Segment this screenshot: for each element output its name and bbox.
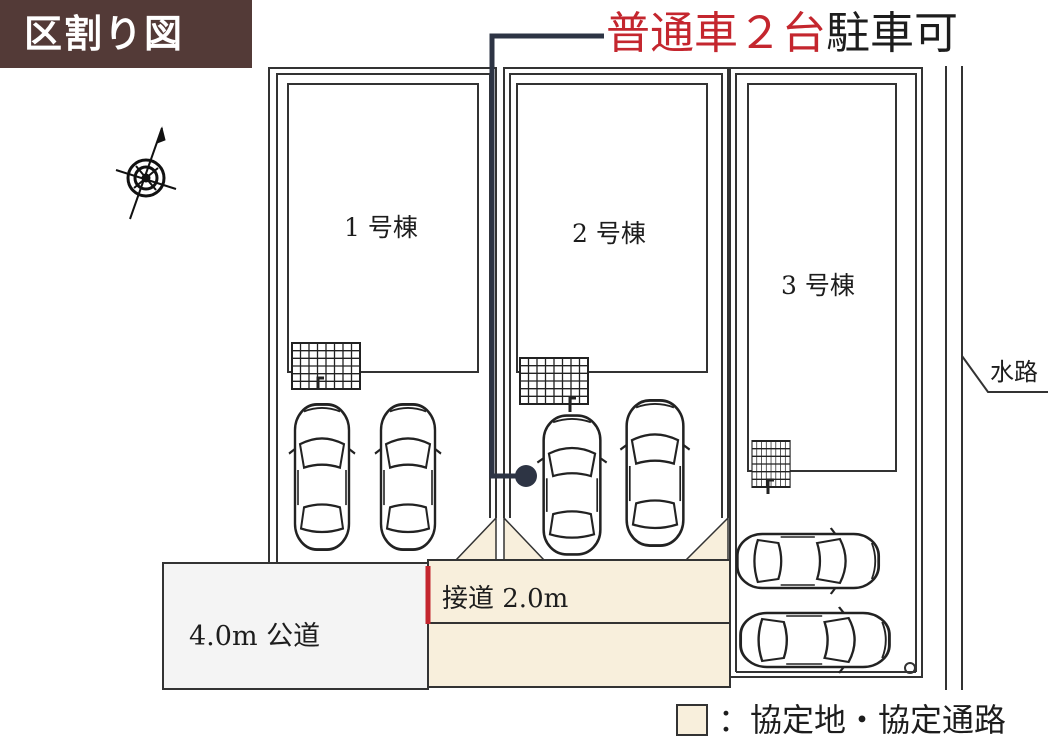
utility-grid-icon xyxy=(291,342,361,390)
car-icon xyxy=(739,605,891,675)
access-road-label: 接道 2.0m xyxy=(442,584,569,614)
legend-swatch xyxy=(676,704,708,736)
lot-outlines xyxy=(268,67,923,678)
car-icon xyxy=(373,403,443,551)
waterway xyxy=(945,66,1048,690)
building-1-label: 1 号棟 xyxy=(344,213,418,242)
car-icon xyxy=(735,526,881,596)
parking-headline: 普通車２台駐車可 xyxy=(606,6,958,62)
building-2-footprint xyxy=(516,83,708,373)
public-road-label: 4.0m 公道 xyxy=(189,621,321,652)
waterway-label: 水路 xyxy=(990,358,1038,386)
parking-callout-leader xyxy=(489,33,604,487)
building-3-footprint xyxy=(747,83,897,472)
car-icon xyxy=(618,399,692,547)
public-road xyxy=(162,562,429,690)
utility-grid-icon xyxy=(519,357,589,412)
compass-icon xyxy=(115,126,177,220)
utility-grid-icon xyxy=(751,440,792,494)
building-1-footprint xyxy=(287,83,479,373)
page-title-badge: 区割り図 xyxy=(0,0,252,68)
car-icon xyxy=(536,414,608,556)
building-2-label: 2 号棟 xyxy=(572,219,646,248)
parking-availability: 駐車可 xyxy=(826,8,958,59)
parking-capacity: 普通車２台 xyxy=(606,8,826,59)
legend-text: ：協定地・協定通路 xyxy=(718,701,1007,739)
car-icon xyxy=(287,403,357,551)
building-3-label: 3 号棟 xyxy=(781,271,855,300)
